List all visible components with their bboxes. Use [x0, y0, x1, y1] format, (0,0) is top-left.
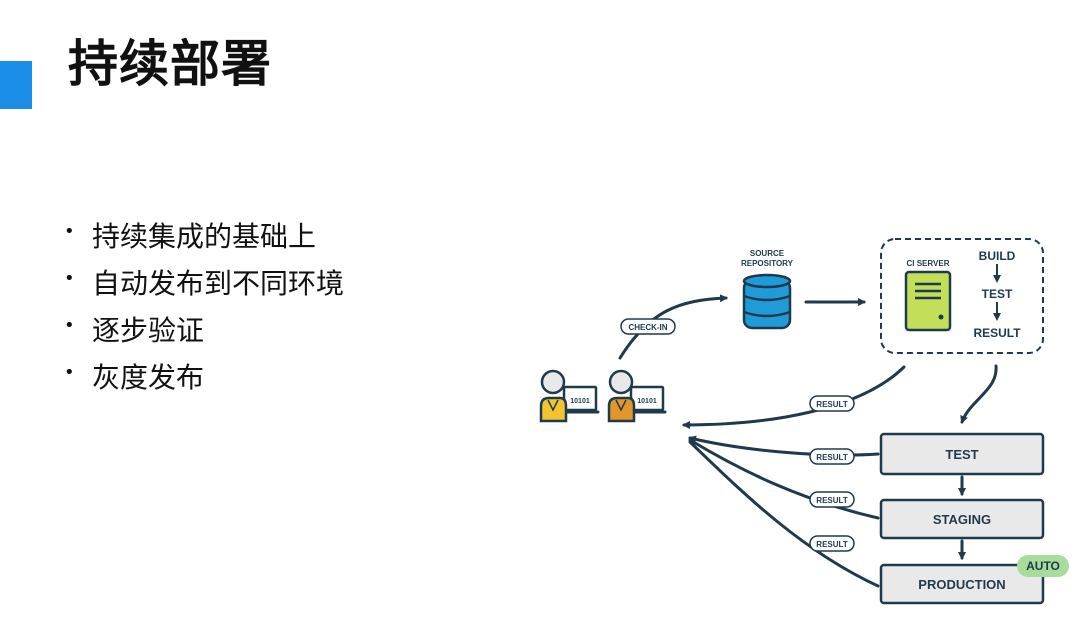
repo-label-line-2: REPOSITORY	[741, 259, 794, 268]
bullet-text: 灰度发布	[92, 361, 205, 394]
svg-text:RESULT: RESULT	[816, 496, 848, 505]
result-pill: RESULT	[809, 491, 855, 508]
svg-text:RESULT: RESULT	[816, 540, 848, 549]
env-staging-box: STAGING	[879, 498, 1045, 540]
svg-text:RESULT: RESULT	[816, 400, 848, 409]
svg-text:AUTO: AUTO	[1026, 559, 1060, 573]
bullet-text: 持续集成的基础上	[92, 220, 317, 253]
repo-label-line-1: SOURCE	[750, 249, 785, 258]
source-repository: SOURCE REPOSITORY	[741, 249, 794, 330]
title-accent-bar	[0, 61, 32, 109]
slide-title: 持续部署	[68, 35, 272, 93]
env-production-box: PRODUCTION	[879, 563, 1045, 605]
ci-result-arrow	[682, 365, 906, 429]
laptop-screen-text: 10101	[570, 398, 590, 405]
env-staging-label: STAGING	[933, 512, 991, 527]
svg-text:CHECK-IN: CHECK-IN	[628, 323, 667, 332]
bullet-dot-icon: •	[64, 362, 75, 383]
check-in-pill: CHECK-IN	[620, 318, 676, 335]
bullet-text: 逐步验证	[92, 314, 205, 347]
bullet-text: 自动发布到不同环境	[92, 267, 345, 300]
developer-icon: 10101	[539, 369, 600, 423]
check-in-arrow	[618, 294, 728, 360]
bullet-list: • 持续集成的基础上 • 自动发布到不同环境 • 逐步验证 • 灰度发布	[62, 215, 344, 403]
connector-lines	[618, 294, 998, 588]
svg-text:RESULT: RESULT	[816, 453, 848, 462]
ci-step-test: TEST	[982, 287, 1013, 301]
env-test-label: TEST	[945, 447, 978, 462]
ci-step-build: BUILD	[979, 249, 1016, 263]
result-pill: RESULT	[809, 395, 855, 412]
bullet-item: • 自动发布到不同环境	[62, 262, 344, 309]
server-icon	[904, 270, 952, 332]
bullet-dot-icon: •	[64, 221, 75, 242]
bullet-item: • 逐步验证	[62, 309, 344, 356]
env-production-label: PRODUCTION	[918, 577, 1005, 592]
developer-icon: 10101	[607, 369, 667, 423]
test-result-arrow	[688, 435, 880, 457]
bullet-dot-icon: •	[64, 268, 75, 289]
result-pill: RESULT	[809, 535, 855, 552]
bullet-dot-icon: •	[64, 315, 75, 336]
ci-step-result: RESULT	[973, 326, 1021, 340]
ci-dashed-box	[880, 238, 1044, 354]
production-result-arrow	[688, 440, 880, 588]
ci-server-group: CI SERVER BUILD TEST RESULT	[880, 238, 1044, 354]
laptop-screen-text: 10101	[637, 398, 657, 405]
env-test-box: TEST	[879, 432, 1045, 476]
staging-result-arrow	[688, 438, 880, 520]
auto-badge: AUTO	[1017, 555, 1069, 577]
result-pill: RESULT	[809, 448, 855, 465]
database-icon	[742, 273, 792, 330]
bullet-item: • 持续集成的基础上	[62, 215, 344, 262]
bullet-item: • 灰度发布	[62, 356, 344, 403]
ci-to-test-arrow	[960, 364, 998, 424]
ci-server-label: CI SERVER	[907, 259, 950, 268]
